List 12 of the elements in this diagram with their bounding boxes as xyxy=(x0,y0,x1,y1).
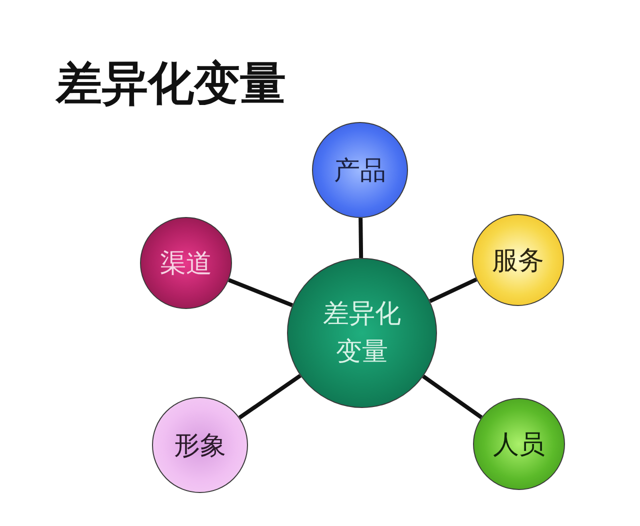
node-label: 渠道 xyxy=(160,246,212,280)
node-label: 产品 xyxy=(334,154,386,186)
node-label: 人员 xyxy=(493,428,545,460)
node-label: 服务 xyxy=(492,244,544,276)
connector-line xyxy=(429,278,478,304)
connector-line xyxy=(358,218,364,258)
node-label: 差异化变量 xyxy=(322,297,402,368)
connector-line xyxy=(422,374,483,420)
connector-line xyxy=(228,278,294,308)
diagram-title: 差异化变量 xyxy=(56,60,286,106)
node-label: 形象 xyxy=(174,428,226,462)
connector-line xyxy=(238,374,302,420)
